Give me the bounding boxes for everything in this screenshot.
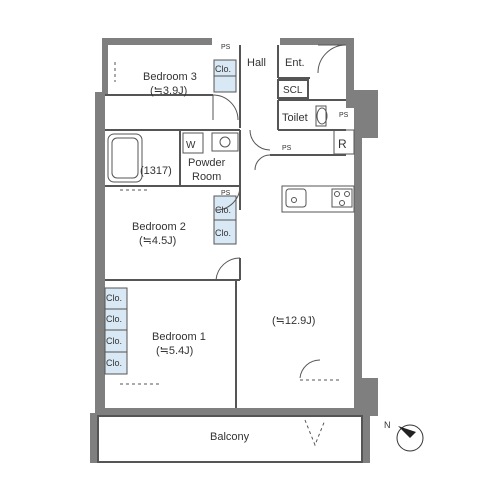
wall-balcony-left (90, 413, 98, 463)
vanity-basin-icon (219, 136, 231, 148)
north-label: N (384, 420, 391, 430)
structural-walls (90, 38, 378, 463)
wall-balcony-right (362, 413, 370, 463)
wall-right-upper (346, 38, 354, 108)
door-balcony-icon (299, 359, 321, 379)
faucet-icon (291, 197, 297, 203)
ps-label-2: PS (221, 190, 231, 197)
refrigerator-label: R (338, 137, 347, 151)
wall-top-hall (280, 38, 346, 45)
refrigerator-space (333, 129, 355, 155)
bedroom3-size: (≒3.9J) (150, 85, 187, 97)
bedroom2-label: Bedroom 2 (132, 221, 186, 233)
closets (104, 59, 237, 375)
wall-bottom (95, 408, 378, 416)
north-arrow-icon: N (384, 420, 424, 452)
door-powder-icon (249, 129, 271, 151)
washer-icon (182, 132, 204, 154)
kitchen-counter (281, 185, 355, 213)
windows (114, 62, 340, 447)
ent-label: Ent. (285, 57, 305, 69)
door-bedroom1-icon (215, 257, 241, 281)
closet-label-b1d: Clo. (106, 358, 122, 368)
bedroom2-size: (≒4.5J) (139, 235, 176, 247)
closet-label-b1a: Clo. (106, 293, 122, 303)
closet-label-b2b: Clo. (215, 228, 231, 238)
toilet-label: Toilet (282, 112, 308, 124)
wall-right-column (354, 108, 378, 138)
doors (212, 44, 347, 379)
kitchen-sink-icon (285, 188, 307, 208)
vanity-sink-icon (211, 132, 239, 152)
closet-label-b2a: Clo. (215, 205, 231, 215)
bathtub-inner-icon (111, 137, 139, 179)
wall-right-step (354, 90, 378, 108)
wall-top-bedroom3 (102, 38, 212, 45)
ps-label-3: PS (282, 145, 292, 152)
toilet-bowl-icon (316, 107, 328, 125)
wall-left-bedroom3 (102, 45, 108, 95)
closet-label-b1c: Clo. (106, 336, 122, 346)
wall-right-ldk (354, 138, 362, 393)
wall-right-bottom (354, 378, 378, 413)
door-entrance-icon (317, 44, 347, 74)
ps-label-4: PS (339, 112, 349, 119)
washer-label: W (186, 140, 196, 151)
bath-size: (1317) (140, 165, 172, 177)
fixtures (107, 105, 355, 213)
stove-icon (331, 188, 353, 208)
bathtub-icon (107, 133, 143, 183)
bedroom1-label: Bedroom 1 (152, 331, 206, 343)
balcony-label: Balcony (210, 431, 250, 443)
door-ldk-icon (254, 154, 271, 171)
powder-label-line1: Powder (188, 157, 226, 169)
ldk-size: (≒12.9J) (272, 315, 315, 327)
hall-label: Hall (247, 57, 266, 69)
bedroom1-size: (≒5.4J) (156, 345, 193, 357)
closet-label-b3a: Clo. (215, 64, 231, 74)
ps-label-1: PS (221, 44, 231, 51)
bedroom3-label: Bedroom 3 (143, 71, 197, 83)
wall-left (95, 92, 105, 412)
door-bedroom2-icon (215, 185, 241, 211)
powder-label-line2: Room (192, 171, 221, 183)
scl-label: SCL (283, 85, 303, 96)
door-bedroom3-icon (212, 94, 239, 121)
toilet-tank-icon (315, 105, 327, 127)
closet-label-b1b: Clo. (106, 314, 122, 324)
